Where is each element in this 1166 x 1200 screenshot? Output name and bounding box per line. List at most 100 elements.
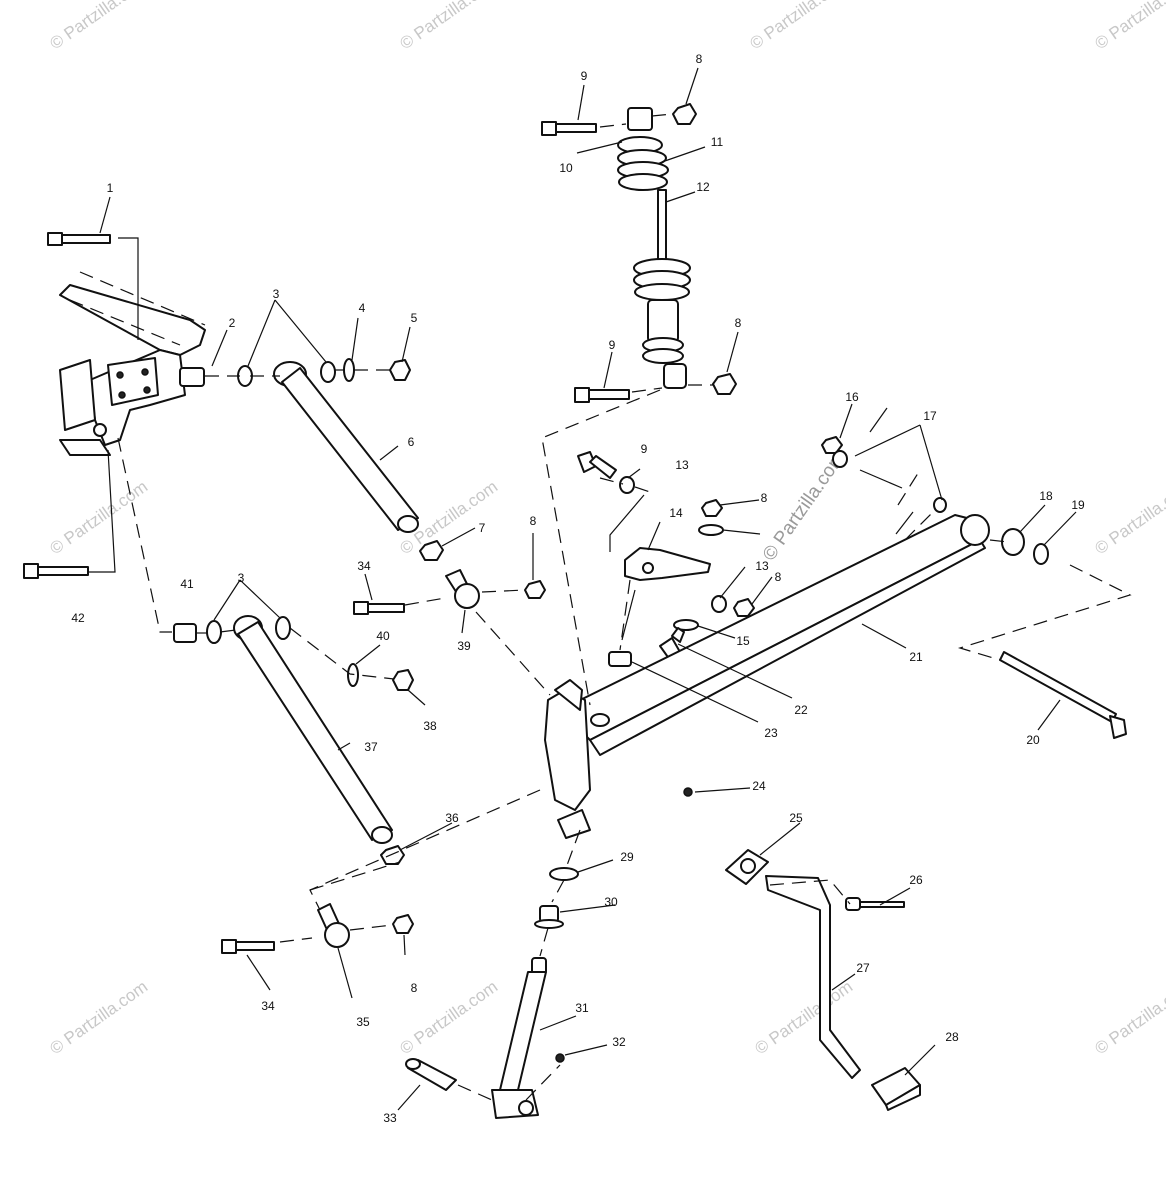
grease-fitting-part-24 — [683, 787, 693, 797]
callout-10: 10 — [559, 161, 573, 175]
bushing-part-2 — [179, 367, 205, 387]
nut-part-36 — [380, 845, 405, 865]
callout-24: 24 — [752, 779, 766, 793]
washer-part-3-upper-left — [237, 365, 253, 387]
callout-8-lower: 8 — [411, 981, 418, 995]
callout-11: 11 — [711, 135, 724, 149]
pad-part-28 — [871, 1067, 921, 1111]
callout-20: 20 — [1026, 733, 1040, 747]
callout-4: 4 — [359, 301, 366, 315]
watermark: © Partzilla.com — [746, 0, 851, 53]
callout-3-lower: 3 — [238, 571, 245, 585]
callout-8-steering: 8 — [761, 491, 768, 505]
steering-arm-part-14 — [624, 547, 711, 581]
callout-14: 14 — [669, 506, 683, 520]
watermark: © Partzilla.com — [46, 477, 151, 558]
mount-plate-part-25 — [725, 849, 769, 885]
ring-part-29 — [549, 867, 579, 881]
ball-joint-part-39 — [445, 569, 480, 609]
bolt-part-20 — [999, 651, 1127, 739]
callout-34-upper: 34 — [357, 559, 371, 573]
callout-36: 36 — [445, 811, 459, 825]
bolt-part-42 — [23, 563, 89, 579]
bolt-part-34-lower — [221, 939, 275, 954]
callout-8-center: 8 — [530, 514, 537, 528]
callout-26: 26 — [909, 873, 923, 887]
callout-32: 32 — [612, 1035, 626, 1049]
callout-labels: 1 2 3 4 5 6 7 8 3 34 41 40 39 42 38 37 3… — [71, 52, 1085, 1125]
lever-part-27 — [765, 875, 861, 1079]
callout-8-shock: 8 — [735, 316, 742, 330]
callout-9-middle: 9 — [609, 338, 616, 352]
callout-18: 18 — [1039, 489, 1053, 503]
bolt-part-1 — [47, 232, 111, 246]
watermark: © Partzilla.com — [1091, 977, 1166, 1058]
bushing-part-23 — [608, 651, 632, 667]
callout-25: 25 — [789, 811, 803, 825]
callout-35: 35 — [356, 1015, 370, 1029]
callout-23: 23 — [764, 726, 778, 740]
callout-41: 41 — [180, 577, 194, 591]
washer-part-3-lower-right — [275, 616, 291, 640]
callout-19: 19 — [1071, 498, 1085, 512]
watermark: © Partzilla.com — [46, 0, 151, 53]
callout-21: 21 — [909, 650, 923, 664]
callout-1: 1 — [107, 181, 114, 195]
washer-part-3-upper-right — [320, 361, 336, 383]
washer-part-40 — [347, 663, 359, 687]
callout-3-upper: 3 — [273, 287, 280, 301]
bushing-part-18 — [1001, 528, 1025, 556]
washer-part-4 — [343, 358, 355, 382]
grease-fitting-part-32 — [555, 1053, 565, 1063]
nut-part-38 — [392, 669, 414, 691]
nut-part-5 — [389, 359, 411, 381]
watermark: © Partzilla.com — [46, 977, 151, 1058]
callout-9-lower: 9 — [641, 442, 648, 456]
bushing-part-33 — [405, 1058, 457, 1091]
callout-6: 6 — [408, 435, 415, 449]
nut-part-8-shock-top — [672, 103, 697, 125]
watermark: © Partzilla.com — [396, 0, 501, 53]
nut-part-8-lower — [392, 914, 414, 934]
washer-part-17-lower — [933, 497, 947, 513]
assembly-dashed-lines — [69, 113, 1132, 1101]
pin-part-26 — [845, 897, 905, 911]
nut-part-8-shock-bottom — [712, 373, 737, 395]
callout-12: 12 — [696, 180, 710, 194]
callout-2: 2 — [229, 316, 236, 330]
watermark: © Partzilla.com — [1091, 477, 1166, 558]
callout-5: 5 — [411, 311, 418, 325]
callout-9-top: 9 — [581, 69, 588, 83]
leader-lines — [88, 67, 1077, 1111]
watermark: © Partzilla.com — [1091, 0, 1166, 53]
bolt-part-9-steering — [577, 451, 617, 479]
callout-13-lower: 13 — [755, 559, 769, 573]
callout-29: 29 — [620, 850, 634, 864]
washer-part-17-upper — [832, 450, 848, 468]
callout-33: 33 — [383, 1111, 397, 1125]
bushing-part-30 — [534, 905, 564, 929]
frame-mount-bracket — [59, 284, 206, 456]
callout-34-lower: 34 — [261, 999, 275, 1013]
callout-30: 30 — [604, 895, 618, 909]
spindle-housing — [544, 679, 610, 839]
washer-part-13-lower — [711, 595, 727, 613]
shock-absorber-part-12 — [617, 107, 691, 389]
nut-part-8-steering-lower — [733, 598, 755, 617]
washer-part-3-lower-left — [206, 620, 222, 644]
washer-part-13-upper — [619, 476, 635, 494]
upper-a-arm-part-6 — [273, 361, 419, 533]
bolt-part-9-shock-bottom — [574, 387, 630, 403]
bushing-part-41 — [173, 623, 197, 643]
callout-28: 28 — [945, 1030, 959, 1044]
spindle-part-31 — [491, 957, 547, 1119]
callout-27: 27 — [856, 961, 870, 975]
callout-31: 31 — [575, 1001, 589, 1015]
callout-42: 42 — [71, 611, 85, 625]
callout-8-top: 8 — [696, 52, 703, 66]
ring-part-19 — [1033, 543, 1049, 565]
callout-37: 37 — [364, 740, 378, 754]
bolt-part-34-upper — [353, 601, 405, 615]
callout-40: 40 — [376, 629, 390, 643]
